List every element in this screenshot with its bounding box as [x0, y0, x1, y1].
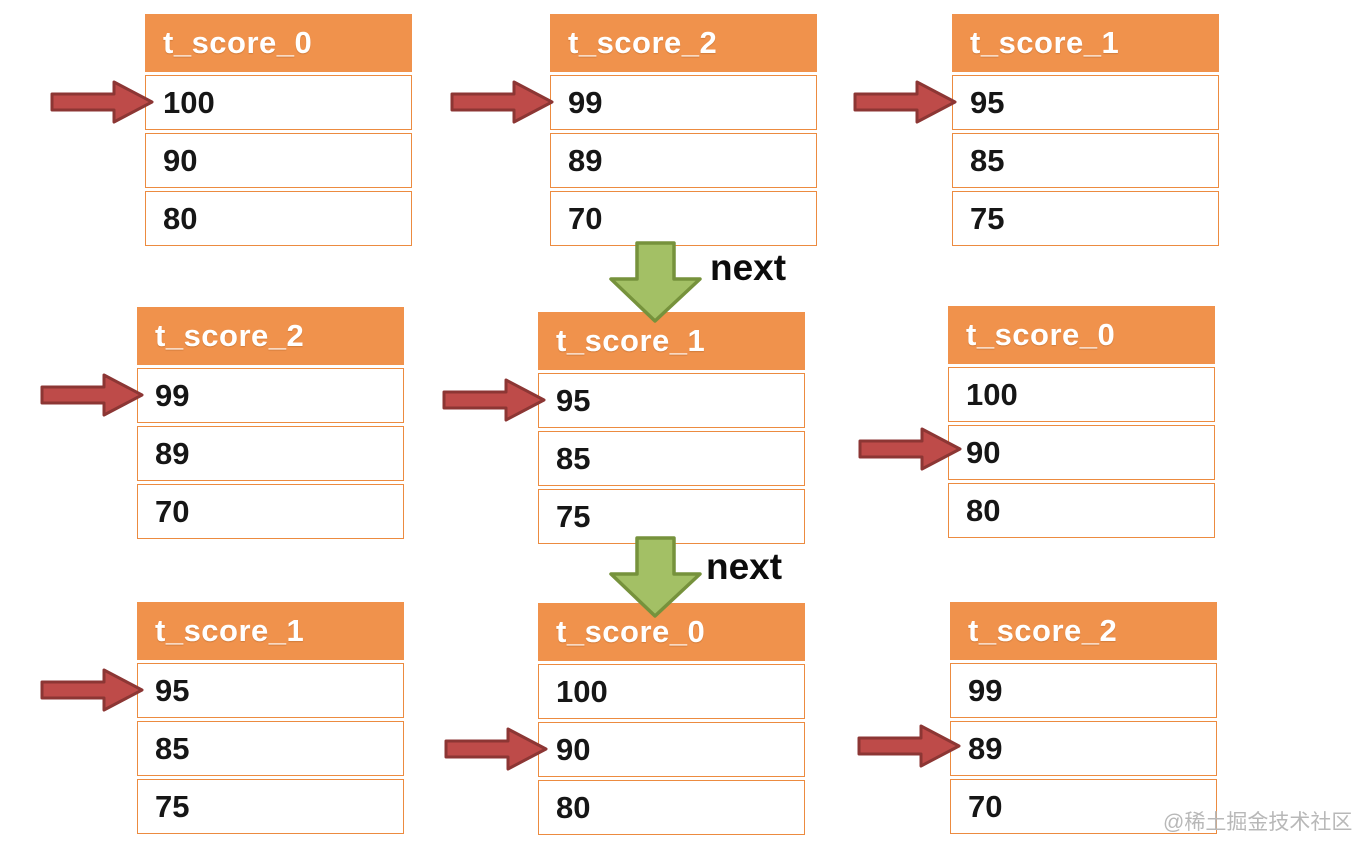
table-r2c1: t_score_2 99 89 70 — [137, 307, 404, 539]
table-row: 99 — [137, 368, 404, 423]
table-row: 89 — [137, 426, 404, 481]
table-row: 95 — [952, 75, 1219, 130]
table-r1c1: t_score_0 100 90 80 — [145, 14, 412, 246]
table-header: t_score_0 — [538, 603, 805, 661]
table-row: 70 — [137, 484, 404, 539]
table-row: 90 — [145, 133, 412, 188]
next-label: next — [710, 247, 787, 288]
table-row: 99 — [550, 75, 817, 130]
table-r3c2: t_score_0 100 90 80 — [538, 603, 805, 835]
table-row: 70 — [950, 779, 1217, 834]
table-r1c3: t_score_1 95 85 75 — [952, 14, 1219, 246]
table-header: t_score_1 — [538, 312, 805, 370]
table-row: 80 — [538, 780, 805, 835]
next-label: next — [706, 546, 783, 587]
table-row: 70 — [550, 191, 817, 246]
row-pointer-arrow-icon — [442, 377, 546, 423]
table-row: 85 — [137, 721, 404, 776]
table-row: 90 — [538, 722, 805, 777]
row-pointer-arrow-icon — [450, 79, 554, 125]
table-header: t_score_1 — [137, 602, 404, 660]
table-r2c3: t_score_0 100 90 80 — [948, 306, 1215, 538]
table-row: 85 — [952, 133, 1219, 188]
watermark-text: @稀土掘金技术社区 — [1163, 811, 1353, 834]
table-row: 95 — [538, 373, 805, 428]
table-r1c2: t_score_2 99 89 70 — [550, 14, 817, 246]
table-row: 89 — [550, 133, 817, 188]
table-row: 100 — [948, 367, 1215, 422]
table-row: 99 — [950, 663, 1217, 718]
row-pointer-arrow-icon — [40, 372, 144, 418]
table-header: t_score_0 — [948, 306, 1215, 364]
row-pointer-arrow-icon — [50, 79, 154, 125]
table-row: 80 — [145, 191, 412, 246]
table-row: 100 — [145, 75, 412, 130]
table-row: 80 — [948, 483, 1215, 538]
table-row: 89 — [950, 721, 1217, 776]
next-arrow-icon — [608, 241, 703, 323]
table-r3c3: t_score_2 99 89 70 — [950, 602, 1217, 834]
table-row: 75 — [952, 191, 1219, 246]
table-header: t_score_2 — [950, 602, 1217, 660]
table-row: 90 — [948, 425, 1215, 480]
table-header: t_score_1 — [952, 14, 1219, 72]
row-pointer-arrow-icon — [857, 723, 961, 769]
table-header: t_score_0 — [145, 14, 412, 72]
row-pointer-arrow-icon — [853, 79, 957, 125]
table-row: 95 — [137, 663, 404, 718]
row-pointer-arrow-icon — [40, 667, 144, 713]
table-row: 85 — [538, 431, 805, 486]
table-header: t_score_2 — [550, 14, 817, 72]
table-header: t_score_2 — [137, 307, 404, 365]
table-row: 100 — [538, 664, 805, 719]
table-r2c2: t_score_1 95 85 75 — [538, 312, 805, 544]
next-arrow-icon — [608, 536, 703, 618]
table-row: 75 — [137, 779, 404, 834]
row-pointer-arrow-icon — [858, 426, 962, 472]
table-r3c1: t_score_1 95 85 75 — [137, 602, 404, 834]
row-pointer-arrow-icon — [444, 726, 548, 772]
